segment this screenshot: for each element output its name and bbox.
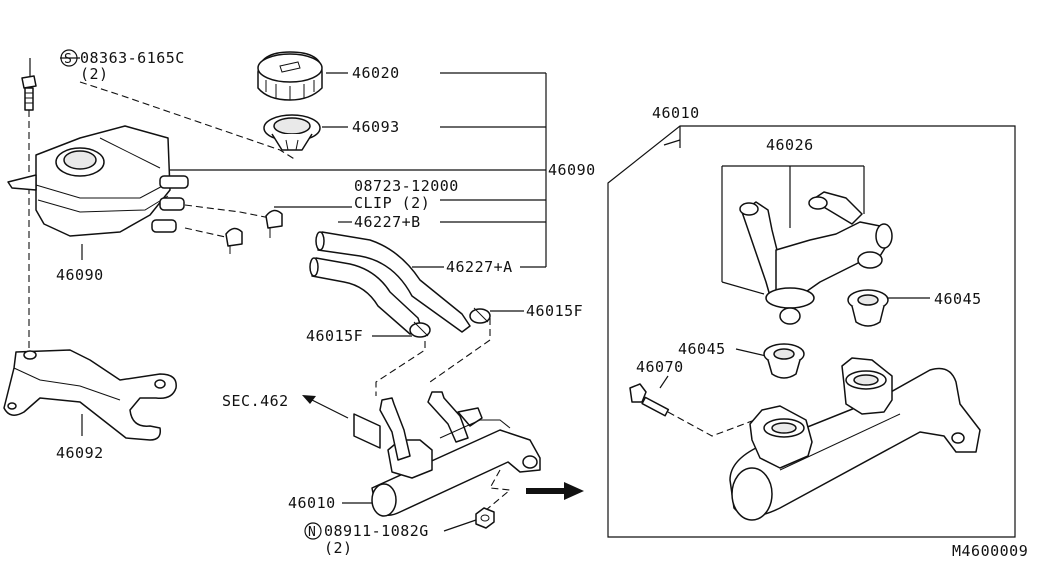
callout-nut: 08911-1082G [324, 522, 429, 540]
dashed-assembly-lines [28, 81, 761, 511]
master-cylinder-icon [353, 391, 541, 517]
callout-clip-name: CLIP (2) [354, 194, 430, 212]
detail-box [607, 125, 1016, 538]
callout-detail-pin: 46070 [636, 358, 684, 376]
bolt-08363-icon [21, 75, 37, 111]
clip-icon [225, 209, 283, 254]
nut-prefix-circle [304, 522, 322, 540]
bracket-icon [3, 349, 177, 441]
diagram-id-code: M4600009 [952, 542, 1028, 560]
detail-reservoir-tank-icon [739, 191, 893, 325]
hoses-icon [309, 231, 471, 335]
callout-detail-reservoir-tank: 46026 [766, 136, 814, 154]
callout-bolt: 08363-6165C [80, 49, 185, 67]
callout-reservoir: 46090 [56, 266, 104, 284]
callout-hose-b: 46227+B [354, 213, 421, 231]
nut-prefix: N [308, 525, 316, 540]
leader-lines [29, 57, 547, 532]
detail-master-cylinder-icon [729, 357, 981, 521]
callout-detail-grommet-left: 46045 [678, 340, 726, 358]
callout-bracket: 46092 [56, 444, 104, 462]
callout-hose-clamp-left: 46015F [306, 327, 363, 345]
detail-grommet-left-icon [763, 343, 805, 379]
callout-strainer: 46093 [352, 118, 400, 136]
callout-clip-part: 08723-12000 [354, 177, 459, 195]
callout-hose-clamp-right: 46015F [526, 302, 583, 320]
sec-arrow-icon [302, 395, 349, 419]
callout-detail-master-cylinder: 46010 [652, 104, 700, 122]
detail-leader-lines [659, 165, 930, 389]
bolt-prefix: S [64, 52, 72, 67]
nut-icon [475, 507, 495, 529]
direction-arrow-icon [526, 482, 584, 500]
detail-pin-icon [629, 383, 670, 417]
callout-cap: 46020 [352, 64, 400, 82]
callout-bolt-qty: (2) [80, 65, 109, 83]
callout-detail-grommet-right: 46045 [934, 290, 982, 308]
callout-master-cylinder: 46010 [288, 494, 336, 512]
callout-sec-ref: SEC.462 [222, 392, 289, 410]
bolt-prefix-circle [60, 49, 78, 67]
callout-hose-a: 46227+A [446, 258, 513, 276]
reservoir-cap-icon [257, 51, 323, 101]
callout-nut-qty: (2) [324, 539, 353, 557]
reservoir-tank-icon [7, 125, 189, 237]
labels: S 08363-6165C (2) 46020 46093 46090 0872… [56, 49, 1028, 560]
detail-grommet-right-icon [847, 289, 889, 327]
strainer-icon [263, 114, 321, 151]
callout-reservoir-assy: 46090 [548, 161, 596, 179]
hose-clamp-icon [409, 307, 491, 338]
